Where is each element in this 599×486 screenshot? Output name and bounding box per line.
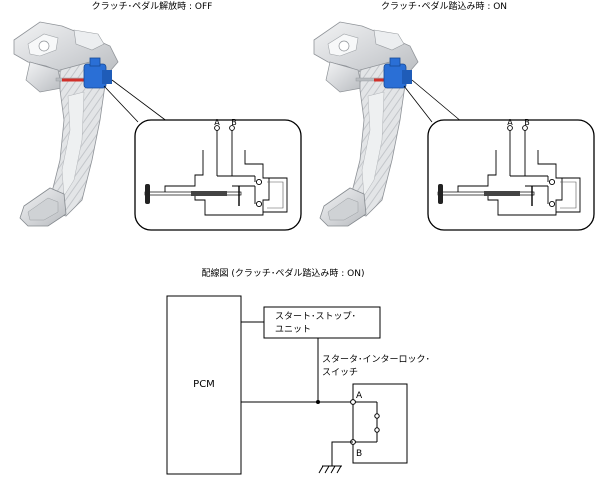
pedal-assembly-released	[13, 21, 119, 227]
interlock-switch-released	[62, 57, 112, 89]
left-state-caption: クラッチ･ペダル解放時 : OFF	[92, 0, 213, 12]
terminal-a-label: A	[507, 118, 513, 127]
switch-detail-inset-depressed	[427, 119, 595, 231]
right-state-caption: クラッチ･ペダル踏込み時 : ON	[381, 0, 507, 12]
start-stop-unit-label-line2: ユニット	[275, 325, 311, 335]
terminal-a-label: A	[356, 391, 363, 401]
interlock-switch-label-line2: スイッチ	[322, 367, 358, 378]
pedal-assembly-depressed	[313, 21, 419, 227]
wire-ground	[331, 441, 353, 466]
start-stop-unit-box	[263, 306, 381, 339]
leader-line	[411, 79, 463, 123]
pcm-box	[166, 295, 242, 475]
terminal-b-label: B	[356, 449, 362, 459]
wiring-diagram-title: 配線図 (クラッチ･ペダル踏込み時 : ON)	[202, 267, 365, 279]
leader-line	[103, 85, 139, 123]
terminal-b-label: B	[231, 118, 237, 127]
interlock-switch-label-line1: スタータ･インターロック･	[322, 354, 430, 365]
switch-detail-inset-released	[134, 119, 302, 231]
terminal-b-label: B	[524, 118, 530, 127]
start-stop-unit-label-line1: スタート･ストップ･	[275, 311, 356, 322]
switch-contacts	[355, 401, 380, 443]
interlock-switch-box	[352, 383, 408, 464]
pcm-label: PCM	[193, 379, 215, 390]
terminal-a-pin	[350, 399, 356, 405]
terminal-a-label: A	[214, 118, 220, 127]
ground-icon	[318, 465, 342, 474]
interlock-switch-depressed	[374, 57, 412, 89]
leader-line	[111, 79, 169, 123]
leader-line	[403, 85, 433, 123]
